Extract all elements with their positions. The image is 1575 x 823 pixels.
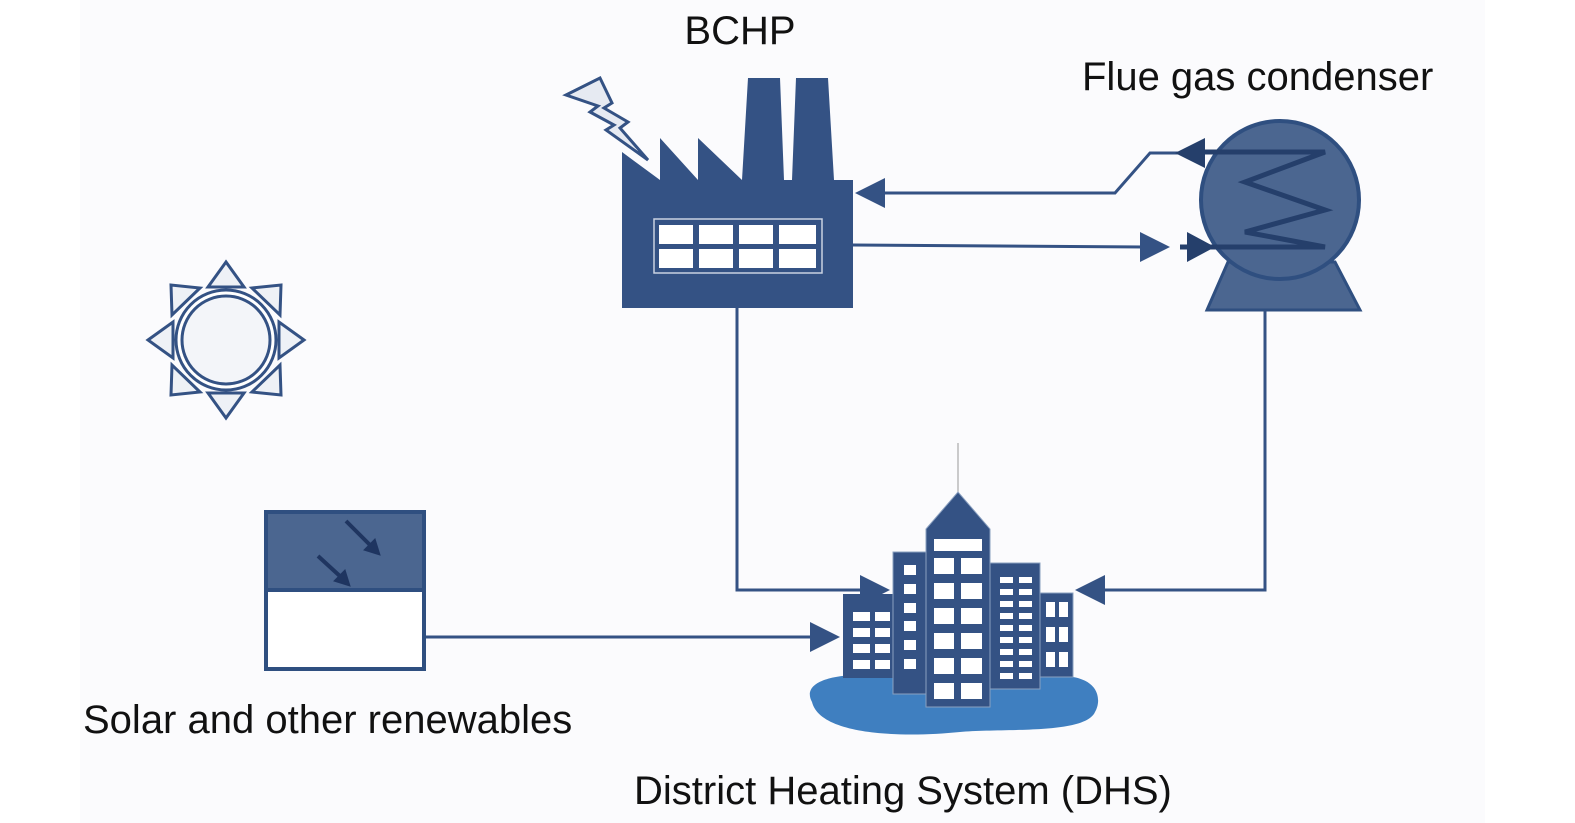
condenser-icon: [1199, 119, 1363, 312]
pipe-condenser-to-dhs: [1075, 310, 1267, 605]
condenser-label: Flue gas condenser: [1082, 55, 1433, 99]
city-icon: [809, 443, 1099, 735]
lightning-icon: [562, 75, 650, 162]
pipe-solar-to-dhs: [425, 622, 840, 652]
bchp-label: BCHP: [684, 9, 795, 53]
sun-icon: [145, 259, 307, 421]
solar-label: Solar and other renewables: [83, 698, 572, 742]
return-pipe-condenser-to-bchp: [855, 138, 1205, 208]
factory-icon: [622, 78, 853, 308]
solar-panel-icon: [264, 510, 426, 671]
flue-gas-pipe-bchp-to-condenser: [852, 232, 1215, 262]
dhs-label: District Heating System (DHS): [634, 769, 1172, 813]
